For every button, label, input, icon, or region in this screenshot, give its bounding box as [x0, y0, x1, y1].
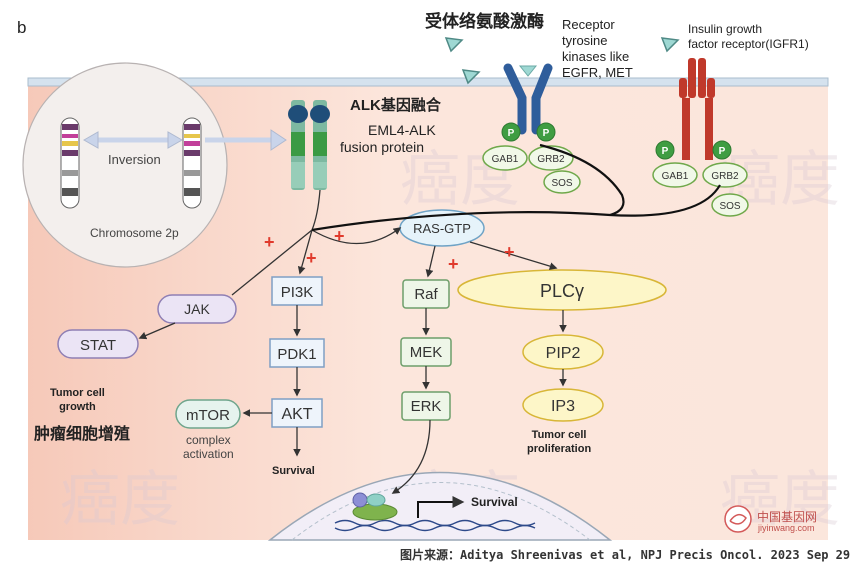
rtk-receptor	[503, 63, 553, 135]
stat-label: STAT	[80, 337, 116, 354]
pi3k-label: PI3K	[281, 284, 314, 301]
dna-strand	[334, 519, 536, 532]
chromosome-label: Chromosome 2p	[90, 226, 179, 240]
pathway-arrows	[138, 189, 567, 494]
tumor-growth-line: Tumor cell	[50, 387, 105, 399]
watermark-text: 癌度	[60, 466, 180, 533]
alk-fusion-line: fusion protein	[340, 139, 425, 155]
p-label: P	[508, 128, 515, 139]
jak-label: JAK	[184, 301, 210, 317]
igf-label-line: Insulin growth	[688, 22, 763, 36]
logo-cn: 中国基因网	[757, 510, 818, 524]
plus-sign: +	[334, 226, 345, 246]
pip2-label: PIP2	[546, 345, 581, 362]
plus-sign: +	[504, 242, 515, 262]
logo-url: jiyinwang.com	[758, 523, 815, 533]
inversion-label: Inversion	[108, 152, 161, 167]
plus-sign: +	[306, 248, 317, 268]
ip3-node	[522, 388, 604, 422]
rtk-label-line: kinases like	[562, 49, 630, 64]
akt-label: AKT	[281, 406, 312, 423]
p-label: P	[719, 146, 726, 157]
mtor-label: mTOR	[186, 407, 230, 424]
grb2-node	[702, 162, 748, 188]
jak-node	[157, 294, 237, 324]
source-caption: 图片来源：Aditya Shreenivas et al, NPJ Precis…	[400, 548, 850, 562]
alk-fusion-label: EML4-ALK fusion protein	[340, 122, 436, 156]
tumor-growth-label: Tumor cell growth	[50, 386, 105, 414]
tumor-growth-cn: 肿瘤细胞增殖	[34, 426, 131, 443]
sos-node	[711, 193, 749, 217]
chromosome-left	[60, 117, 80, 209]
tumor-prolif-label: Tumor cell proliferation	[527, 428, 591, 456]
gab1-label: GAB1	[492, 154, 519, 165]
survival-gene-arrow	[417, 496, 465, 518]
plus-sign: +	[448, 254, 459, 274]
gab1-label: GAB1	[662, 171, 689, 182]
logo	[724, 505, 752, 533]
receptor-ras-lines	[311, 143, 721, 232]
ligand-triangle	[444, 37, 464, 53]
eml4-alk-fusion-protein	[288, 100, 330, 190]
grb2-label: GRB2	[537, 154, 565, 165]
sos-node	[543, 170, 581, 194]
ligand-triangle	[660, 37, 680, 53]
sos-label: SOS	[551, 178, 572, 189]
pdk1-label: PDK1	[277, 346, 316, 363]
erk-node	[401, 391, 451, 421]
plus-sign: +	[264, 232, 275, 252]
pi3k-node	[271, 276, 323, 306]
nucleus-inner	[291, 482, 591, 541]
chromosome-right	[182, 117, 202, 209]
mtor-sub-line: activation	[183, 447, 234, 461]
raf-label: Raf	[414, 286, 438, 303]
alk-fusion-line: EML4-ALK	[368, 122, 436, 138]
panel-label: b	[17, 18, 27, 37]
ip3-label: IP3	[551, 398, 575, 415]
rtk-label-line: Receptor	[562, 17, 615, 32]
sos-label: SOS	[719, 201, 740, 212]
rtk-label: Receptor tyrosine kinases like EGFR, MET	[562, 17, 633, 81]
igfr1-receptor	[679, 58, 715, 160]
gab1-node	[652, 162, 698, 188]
transcription-factor-unit	[352, 492, 368, 508]
akt-survival-label: Survival	[272, 465, 315, 477]
stat-node	[57, 329, 139, 359]
ligand-triangle	[461, 69, 481, 85]
mtor-node	[175, 399, 241, 429]
pdk1-node	[269, 338, 325, 368]
mek-label: MEK	[410, 344, 443, 361]
gab1-node	[482, 145, 528, 171]
tumor-prolif-line: Tumor cell	[531, 429, 587, 441]
igf-label: Insulin growth factor receptor(IGFR1)	[688, 22, 809, 52]
plcg-node	[457, 269, 667, 311]
mtor-sub-label: complex activation	[183, 433, 234, 461]
grb2-label: GRB2	[711, 171, 739, 182]
rtk-label-line: tyrosine	[562, 33, 608, 48]
nucleus-survival-label: Survival	[471, 495, 518, 509]
phospho-site	[501, 122, 732, 160]
mtor-sub-line: complex	[186, 433, 231, 447]
plcg-label: PLCγ	[540, 281, 584, 301]
p-label: P	[662, 146, 669, 157]
alk-title-cn: ALK基因融合	[350, 97, 441, 114]
igf-label-line: factor receptor(IGFR1)	[688, 37, 809, 51]
rtk-label-line: EGFR, MET	[562, 65, 633, 80]
rtk-title-cn: 受体络氨酸激酶	[425, 12, 544, 31]
tumor-prolif-line: proliferation	[527, 443, 592, 455]
chromosome-2p-circle	[22, 62, 228, 268]
ras-gtp-label: RAS-GTP	[413, 221, 471, 236]
erk-label: ERK	[411, 398, 442, 415]
transcription-factor-unit	[366, 493, 386, 507]
tumor-growth-line: growth	[59, 401, 96, 413]
p-label: P	[543, 128, 550, 139]
cell-membrane	[27, 77, 829, 87]
